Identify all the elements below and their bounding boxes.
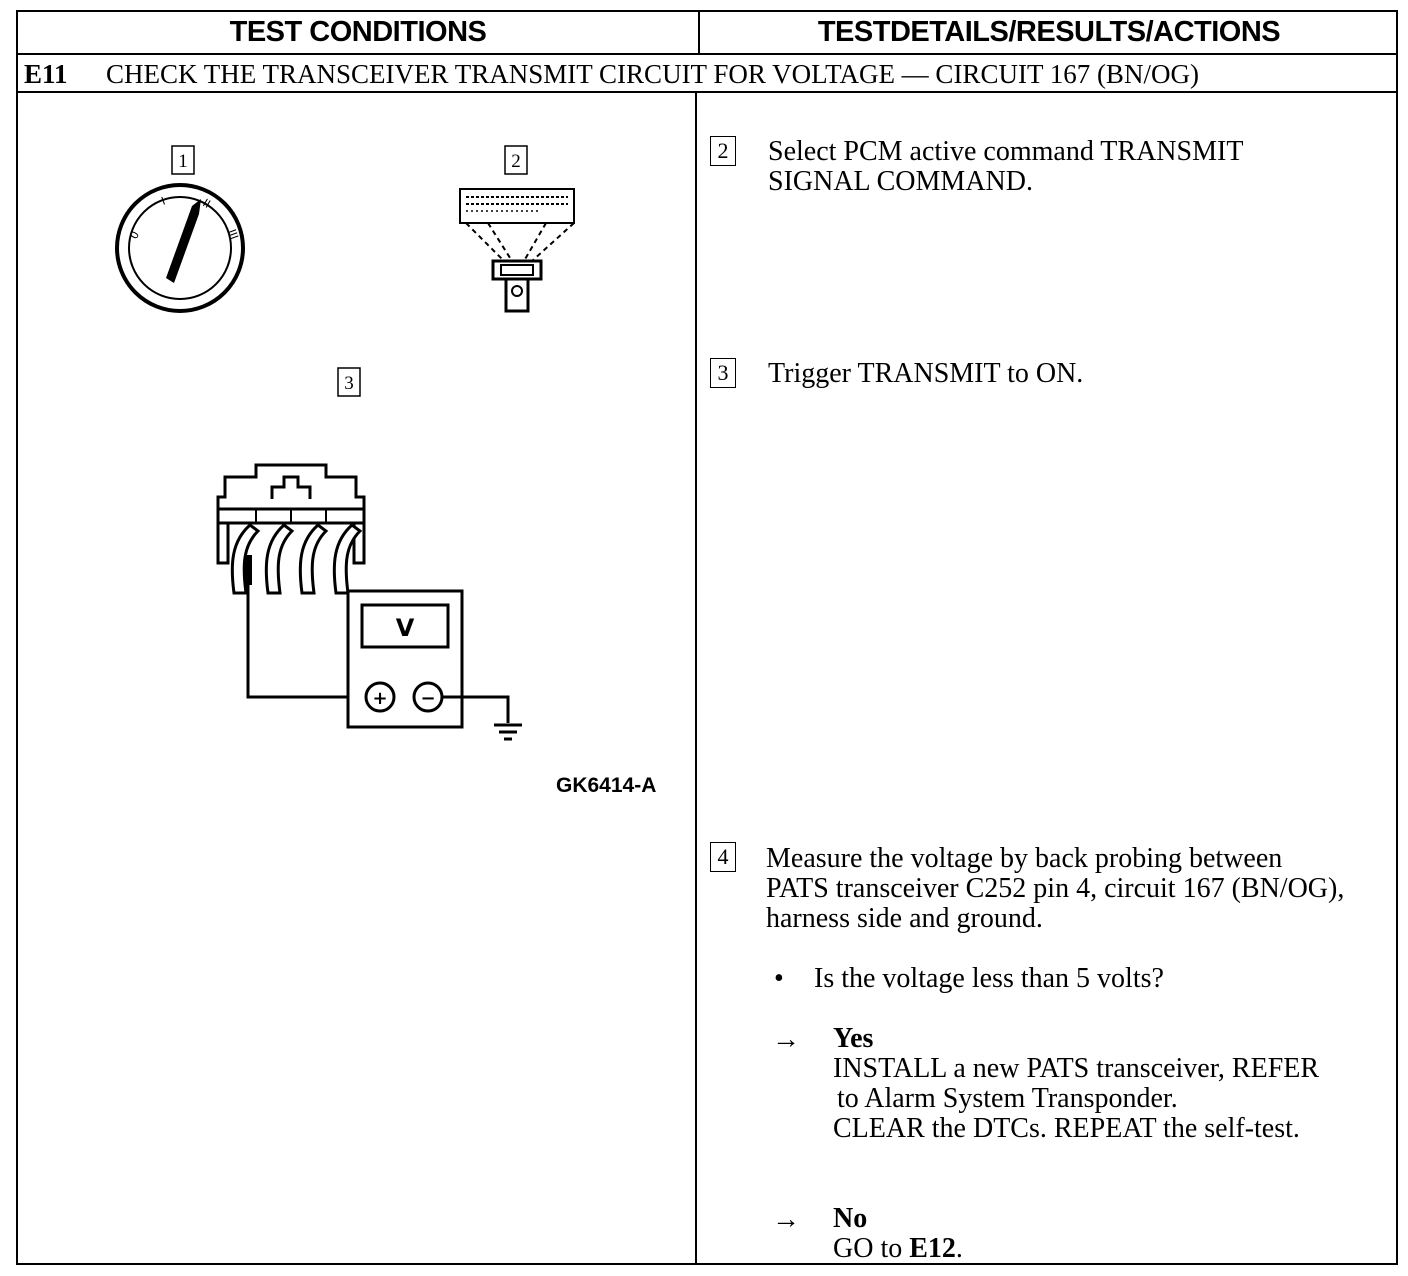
yes-label: Yes bbox=[833, 1023, 874, 1054]
callout-1: 1 bbox=[171, 145, 195, 175]
callout-3: 3 bbox=[337, 367, 361, 397]
yes-outcome: Yes INSTALL a new PATS transceiver, REFE… bbox=[833, 1024, 1319, 1144]
column-divider bbox=[695, 93, 697, 1263]
question-text: Is the voltage less than 5 volts? bbox=[814, 963, 1164, 994]
positive-terminal-label: + bbox=[372, 688, 387, 709]
positive-terminal-icon bbox=[364, 681, 396, 713]
step-2-box: 2 bbox=[710, 136, 736, 166]
positive-test-lead bbox=[246, 585, 348, 699]
no-action-target[interactable]: E12 bbox=[909, 1233, 956, 1264]
no-arrow-icon: → bbox=[772, 1204, 800, 1235]
ground-symbol-icon bbox=[494, 723, 522, 741]
header-test-conditions: TEST CONDITIONS bbox=[229, 16, 487, 48]
step-3-text: Trigger TRANSMIT to ON. bbox=[768, 359, 1083, 389]
header-rule bbox=[18, 53, 1396, 55]
step-id: E11 bbox=[24, 58, 68, 89]
callout-1-label: 1 bbox=[178, 151, 188, 172]
yes-line-1: INSTALL a new PATS transceiver, REFER bbox=[833, 1053, 1320, 1084]
yes-line-3: CLEAR the DTCs. REPEAT the self-test. bbox=[833, 1113, 1300, 1144]
no-label: No bbox=[833, 1203, 868, 1234]
step-4-box: 4 bbox=[710, 842, 736, 872]
negative-terminal-label: − bbox=[420, 688, 435, 709]
yes-arrow-icon: → bbox=[772, 1024, 800, 1055]
diagram-canvas: 1 0 I II III 2 bbox=[115, 145, 575, 741]
step-3-box: 3 bbox=[710, 358, 736, 388]
ignition-mark-start: III bbox=[225, 228, 241, 242]
test-conditions-diagram: 1 0 I II III 2 bbox=[18, 93, 695, 1265]
step-3-line-1: Trigger TRANSMIT to ON. bbox=[768, 358, 1084, 389]
transceiver-connector-icon bbox=[216, 463, 366, 595]
question-bullet: • bbox=[774, 963, 784, 994]
data-link-connector-icon bbox=[491, 259, 543, 313]
step-2-line-2: SIGNAL COMMAND. bbox=[768, 166, 1033, 197]
step-title-rule bbox=[18, 91, 1396, 93]
header-test-details: TESTDETAILS/RESULTS/ACTIONS bbox=[817, 16, 1281, 48]
step-2-text: Select PCM active command TRANSMIT SIGNA… bbox=[768, 137, 1243, 197]
step-title: CHECK THE TRANSCEIVER TRANSMIT CIRCUIT F… bbox=[106, 58, 1199, 89]
no-outcome: No GO to E12. bbox=[833, 1204, 963, 1264]
step-4-line-2: PATS transceiver C252 pin 4, circuit 167… bbox=[766, 873, 1345, 904]
test-procedure-table: TEST CONDITIONS TESTDETAILS/RESULTS/ACTI… bbox=[16, 10, 1398, 1265]
ignition-switch-icon: 0 I II III bbox=[115, 183, 245, 313]
ignition-mark-run: II bbox=[201, 196, 213, 211]
step-4-line-1: Measure the voltage by back probing betw… bbox=[766, 843, 1283, 874]
callout-2-label: 2 bbox=[511, 151, 521, 172]
no-action: GO to E12. bbox=[833, 1234, 963, 1264]
header-divider bbox=[698, 12, 700, 53]
step-4-text: Measure the voltage by back probing betw… bbox=[766, 844, 1344, 934]
step-title-row: E11 CHECK THE TRANSCEIVER TRANSMIT CIRCU… bbox=[18, 55, 1396, 93]
voltmeter-display-label: V bbox=[396, 614, 415, 642]
yes-line-2: to Alarm System Transponder. bbox=[837, 1083, 1178, 1114]
callout-2: 2 bbox=[504, 145, 528, 175]
ignition-mark-acc: I bbox=[160, 194, 168, 207]
no-action-suffix: . bbox=[955, 1233, 963, 1264]
callout-3-label: 3 bbox=[344, 373, 354, 394]
scan-tool-icon bbox=[459, 188, 575, 262]
negative-test-lead bbox=[442, 695, 510, 723]
voltmeter-icon: V + − bbox=[346, 589, 464, 729]
step-2-line-1: Select PCM active command TRANSMIT bbox=[768, 136, 1244, 167]
figure-id: GK6414-A bbox=[556, 774, 657, 797]
no-action-prefix: GO to bbox=[833, 1233, 910, 1264]
step-4-line-3: harness side and ground. bbox=[766, 903, 1043, 934]
